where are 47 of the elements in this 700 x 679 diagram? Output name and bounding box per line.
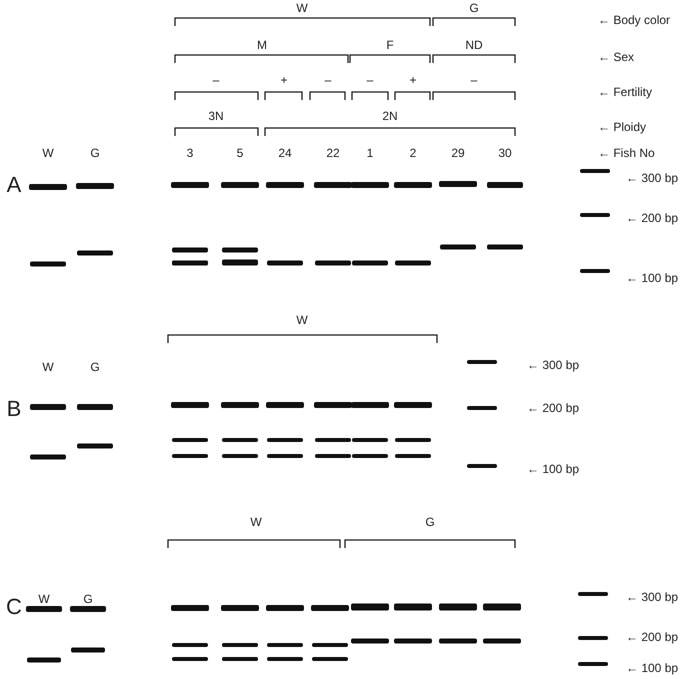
band-size-label: ← 300 bp	[626, 171, 678, 185]
lane-label: 5	[236, 146, 244, 160]
lane-label: –	[212, 73, 220, 87]
lane-label: G	[90, 360, 100, 374]
lane-label: 24	[278, 146, 292, 160]
lane-label: –	[470, 73, 478, 87]
lane-label: –	[324, 73, 332, 87]
band-size-label: ← Ploidy	[598, 120, 646, 134]
band-size-label: ← Fish No	[598, 146, 655, 160]
panel-letter: C	[6, 595, 22, 619]
lane-label: W	[38, 592, 50, 606]
panel-letter: A	[6, 173, 22, 197]
lane-label: G	[90, 146, 100, 160]
lane-label: –	[366, 73, 374, 87]
band-size-label: ← Fertility	[598, 85, 652, 99]
lane-label: +	[280, 73, 288, 87]
lane-label: 2N	[382, 109, 398, 123]
lane-label: W	[296, 1, 308, 15]
band-size-label: ← 200 bp	[626, 630, 678, 644]
band-size-label: ← 100 bp	[626, 271, 678, 285]
lane-label: 22	[326, 146, 340, 160]
lane-label: M	[257, 38, 267, 52]
band-size-label: ← 100 bp	[527, 462, 580, 476]
band-size-label: ← 200 bp	[626, 211, 678, 225]
band-size-label: ← 100 bp	[626, 661, 678, 675]
lane-label: G	[425, 515, 435, 529]
panel-letter: B	[6, 397, 22, 421]
lane-label: 29	[451, 146, 465, 160]
lane-label: W	[250, 515, 262, 529]
lane-label: 3N	[208, 109, 224, 123]
lane-label: 2	[410, 146, 416, 160]
lane-label: 1	[366, 146, 374, 160]
lane-label: 3	[186, 146, 194, 160]
band-size-label: ← Sex	[598, 50, 634, 64]
lane-label: G	[469, 1, 479, 15]
band-size-label: ← 300 bp	[626, 590, 678, 604]
band-size-label: ← Body color	[598, 13, 670, 27]
lane-label: W	[296, 313, 308, 327]
lane-label: ND	[465, 38, 483, 52]
lane-label: +	[410, 73, 416, 87]
lane-label: F	[386, 38, 394, 52]
lane-label: W	[42, 360, 54, 374]
lane-label: 30	[498, 146, 512, 160]
band-size-label: ← 300 bp	[527, 358, 580, 372]
lane-label: G	[83, 592, 93, 606]
lane-label: W	[42, 146, 54, 160]
band-size-label: ← 200 bp	[527, 401, 580, 415]
